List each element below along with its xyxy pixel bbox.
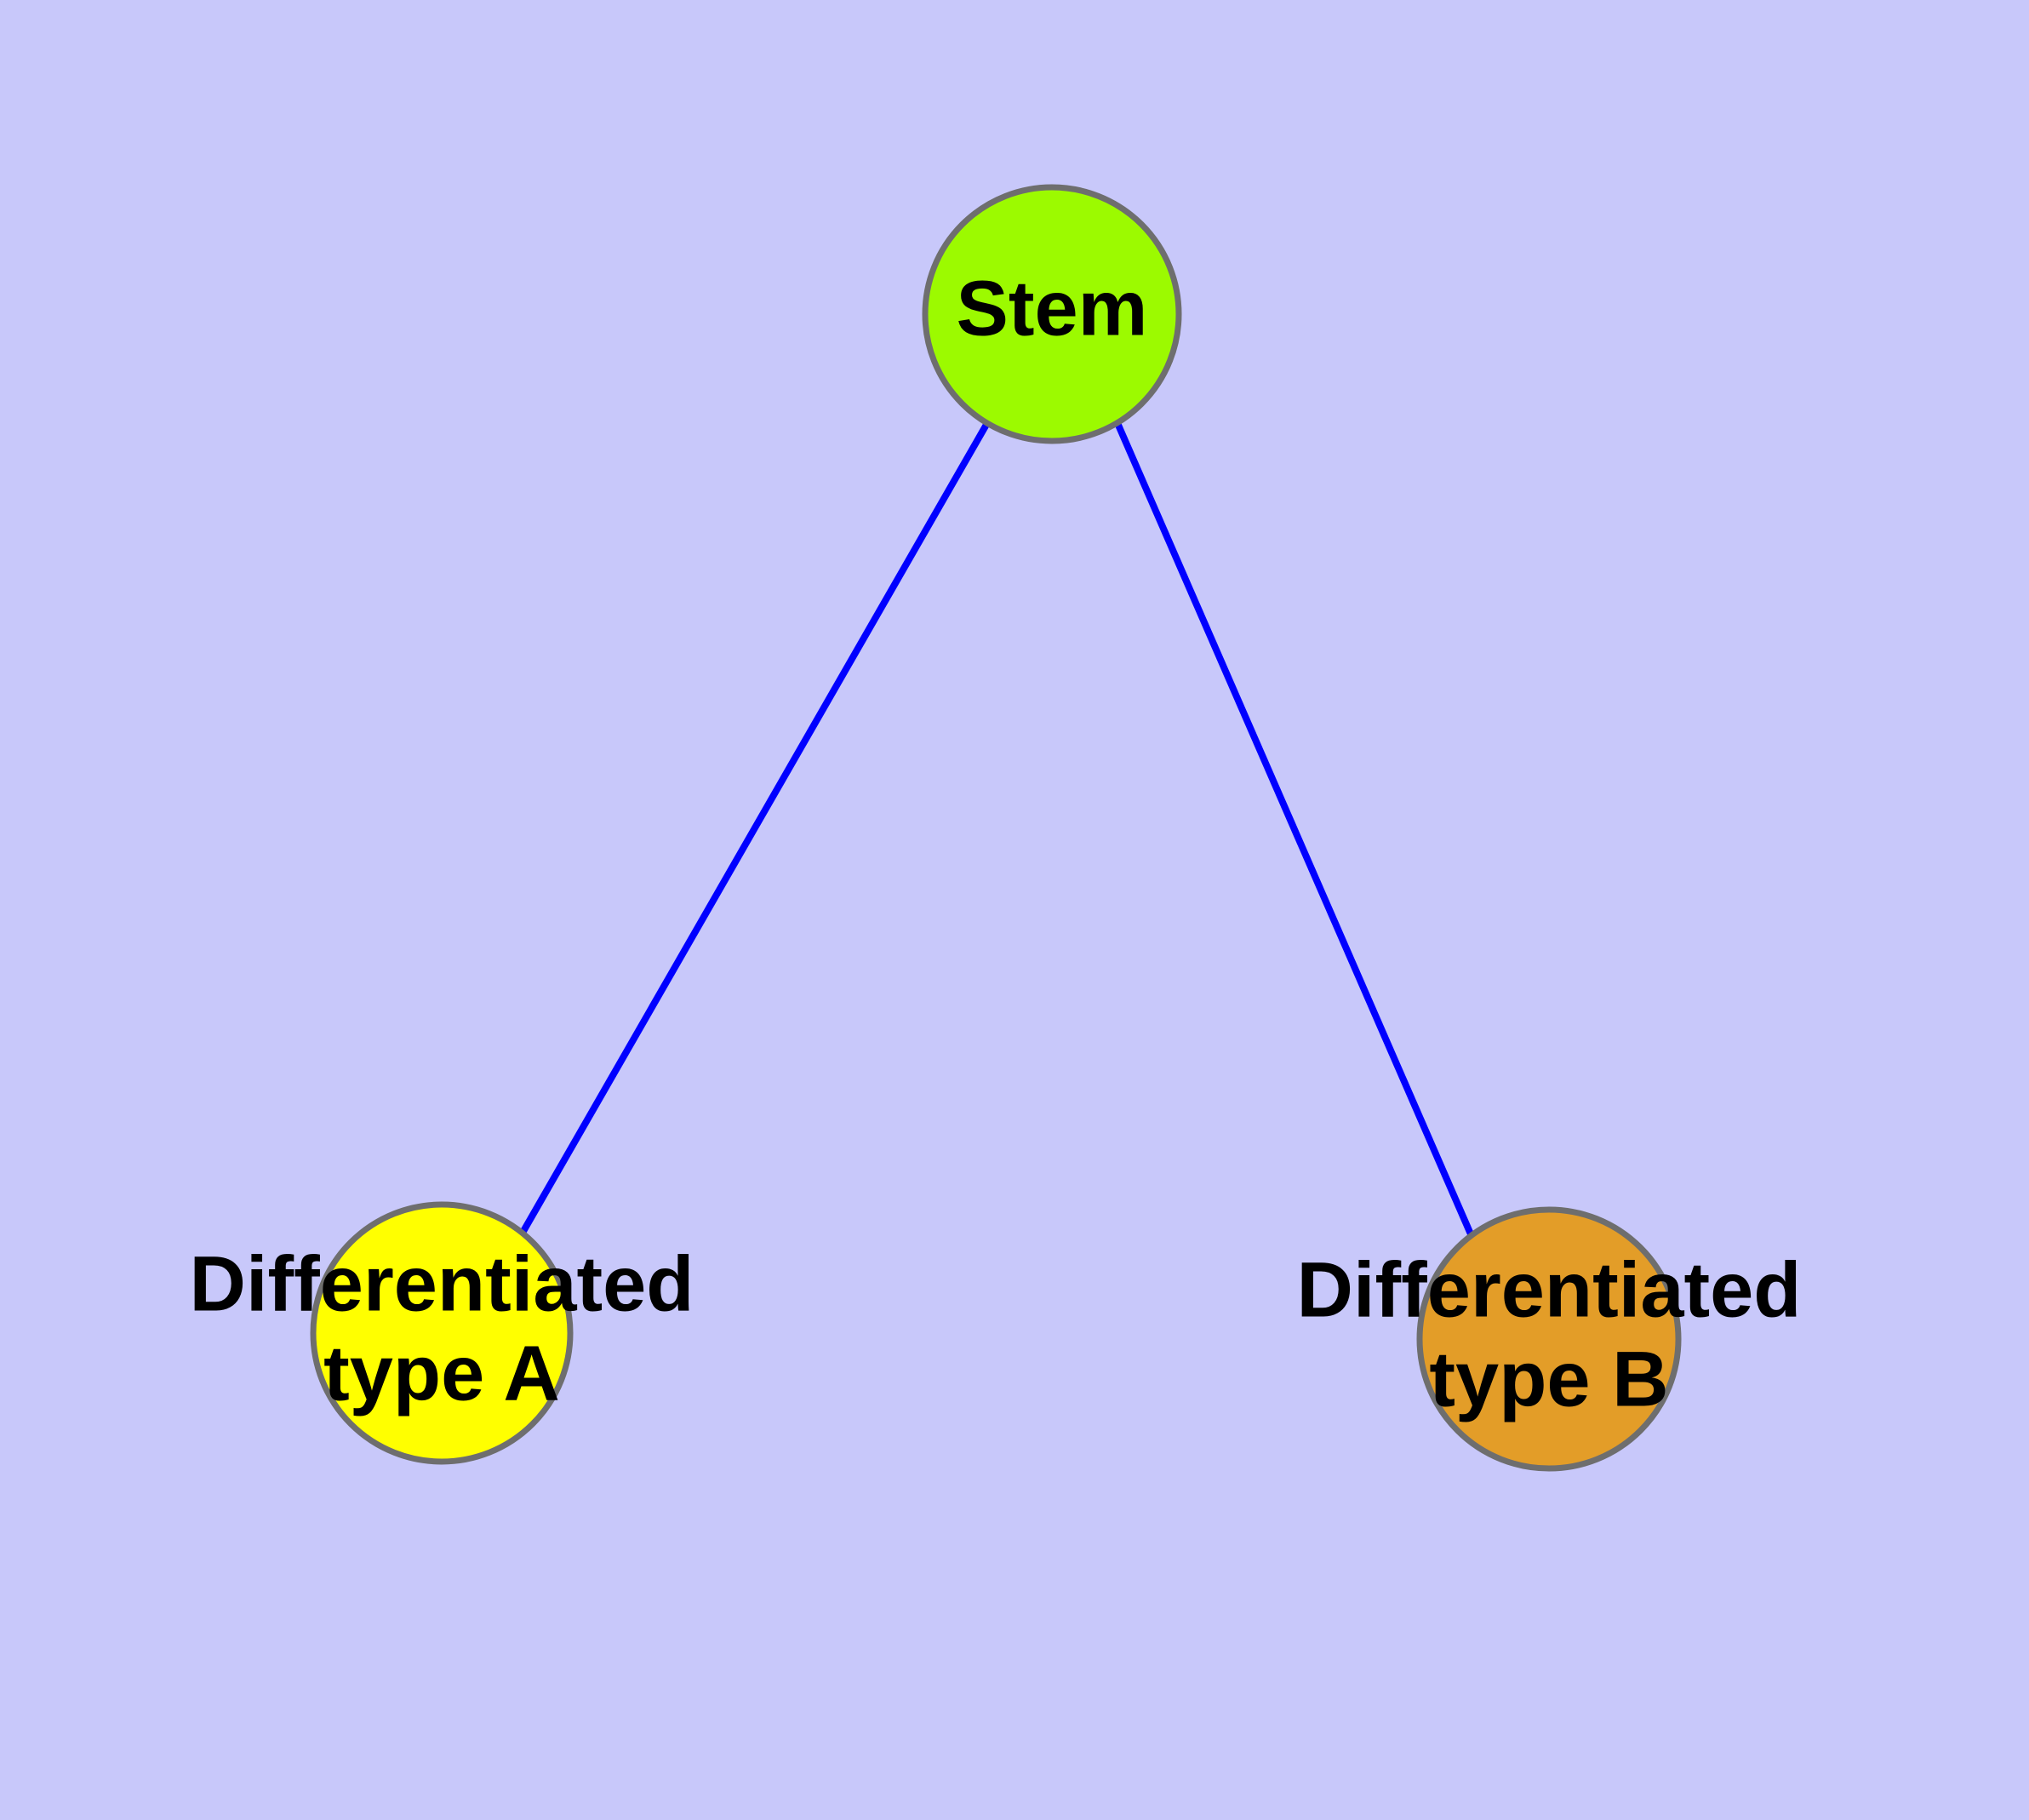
- node-stem[interactable]: Stem: [922, 184, 1182, 444]
- edge-stem-to-differentiated-type-b: [1114, 421, 1475, 1238]
- node-stem-label: Stem: [957, 265, 1148, 352]
- node-layer: Stem Differentiated type A Differentiate…: [190, 184, 1802, 1472]
- node-differentiated-type-a-circle[interactable]: [310, 1201, 574, 1465]
- node-differentiated-type-b[interactable]: Differentiated type B: [1297, 1206, 1802, 1472]
- node-differentiated-type-b-label-line2: type B: [1429, 1336, 1668, 1422]
- node-stem-circle[interactable]: [922, 184, 1182, 444]
- node-differentiated-type-a[interactable]: Differentiated type A: [190, 1201, 694, 1465]
- edge-stem-to-differentiated-type-a: [519, 421, 991, 1234]
- node-differentiated-type-b-label-line1: Differentiated: [1297, 1246, 1802, 1333]
- node-differentiated-type-a-label-line2: type A: [323, 1330, 560, 1417]
- edge-layer: [519, 421, 1475, 1238]
- node-differentiated-type-a-label-line1: Differentiated: [190, 1240, 694, 1327]
- node-differentiated-type-b-circle[interactable]: [1416, 1206, 1682, 1472]
